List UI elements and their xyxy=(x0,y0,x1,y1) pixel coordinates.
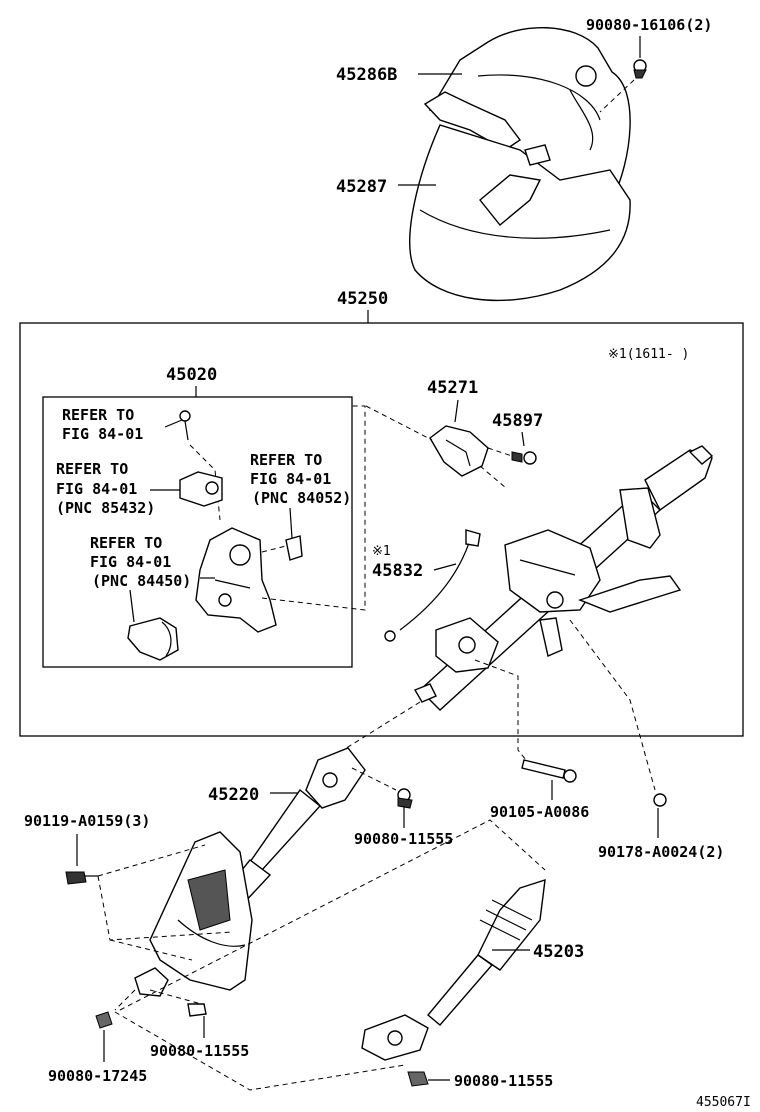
assembly-box-45250 xyxy=(19,322,744,737)
label-90080-16106: 90080-16106(2) xyxy=(586,16,712,34)
wire-harness-45832-icon xyxy=(384,529,481,642)
label-90080-11555-a: 90080-11555 xyxy=(354,830,453,848)
shaft-yoke-icon xyxy=(134,967,169,997)
label-45286B: 45286B xyxy=(336,65,397,85)
refer-fig-84-01-pnc-85432: REFER TO FIG 84-01 (PNC 85432) xyxy=(56,460,155,517)
nut-icon xyxy=(653,793,667,807)
key-cylinder-icon xyxy=(179,471,223,507)
nut-icon xyxy=(95,1011,113,1029)
refer-fig-84-01-pnc-84450: REFER TO FIG 84-01 (PNC 84450) xyxy=(90,534,191,590)
label-45271: 45271 xyxy=(427,378,478,398)
refer-fig-84-01-a: REFER TO FIG 84-01 xyxy=(62,406,143,443)
bolt-icon xyxy=(187,1003,207,1017)
figure-id: 455067I xyxy=(696,1095,751,1110)
label-90178-A0024: 90178-A0024(2) xyxy=(598,843,724,861)
transponder-amplifier-icon xyxy=(127,617,179,661)
label-45832: 45832 xyxy=(372,561,423,581)
bolt-icon xyxy=(407,1071,429,1087)
column-bracket-icon xyxy=(149,831,253,991)
screw-icon xyxy=(179,410,191,441)
note-top: ※1(1611- ) xyxy=(608,347,689,362)
label-90105-A0086: 90105-A0086 xyxy=(490,803,589,821)
connector-icon xyxy=(285,535,303,561)
label-90080-17245: 90080-17245 xyxy=(48,1067,147,1085)
label-45250: 45250 xyxy=(337,289,388,309)
label-45287: 45287 xyxy=(336,177,387,197)
ignition-switch-icon xyxy=(195,527,277,633)
assembly-box-45020 xyxy=(42,396,353,668)
label-90119-A0159: 90119-A0159(3) xyxy=(24,812,150,830)
label-45220: 45220 xyxy=(208,785,259,805)
label-90080-11555-b: 90080-11555 xyxy=(150,1042,249,1060)
label-45203: 45203 xyxy=(533,942,584,962)
refer-fig-84-01-pnc-84052: REFER TO FIG 84-01 (PNC 84052) xyxy=(250,451,351,507)
label-90080-11555-c: 90080-11555 xyxy=(454,1072,553,1090)
bolt-icon xyxy=(65,871,98,885)
bolt-45897-icon xyxy=(511,451,537,465)
steering-column-assembly-icon xyxy=(413,445,714,711)
label-45020: 45020 xyxy=(166,365,217,385)
bracket-45271-icon xyxy=(429,425,489,477)
steering-shaft-45203-icon xyxy=(361,878,546,1061)
column-cover-lower-45287 xyxy=(409,124,631,302)
note-mark: ※1 xyxy=(372,544,391,559)
screw-icon xyxy=(633,59,647,79)
bolt-90105-icon xyxy=(521,759,577,783)
bolt-icon xyxy=(397,788,413,809)
label-45897: 45897 xyxy=(492,411,543,431)
